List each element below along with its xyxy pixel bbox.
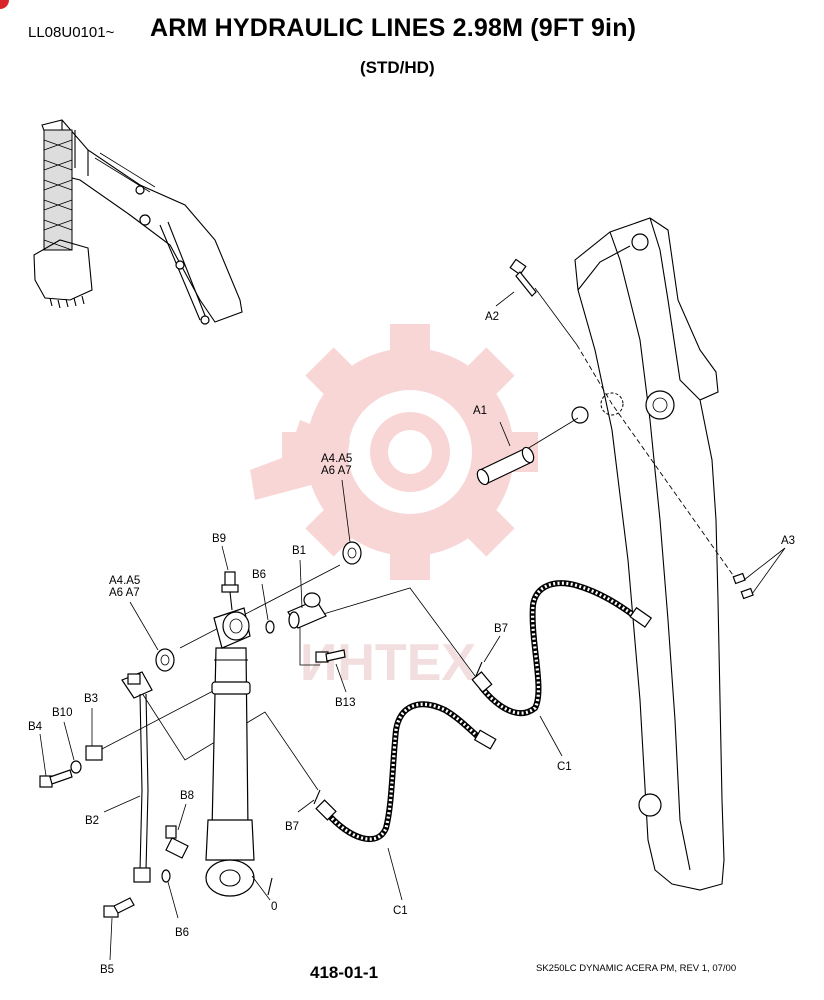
label-c1-upper: C1 [557,761,572,773]
fittings-a3 [732,572,754,600]
label-b4: B4 [28,721,43,733]
label-a3: A3 [781,535,795,547]
washer-a4-upper [342,541,362,565]
corner-marker [0,0,9,9]
washer-a4-lower [155,648,175,672]
label-a1: A1 [473,405,487,417]
bolt-b5 [103,897,135,918]
label-a2: A2 [485,311,499,323]
label-b10: B10 [52,707,72,719]
page-subtitle: (STD/HD) [360,58,435,77]
bolt-b4 [39,769,73,788]
label-b5: B5 [100,964,114,976]
label-a4-lower-2: A6 A7 [109,587,140,599]
elbow-fitting-b1 [287,592,327,629]
o-ring-b6-upper [265,620,275,634]
hose-c1-lower [315,701,497,843]
label-b6-upper: B6 [252,569,266,581]
label-b9: B9 [212,533,226,545]
label-b8: B8 [180,790,194,802]
hydraulic-cylinder [205,607,273,897]
watermark-text: ИНТЕХ [300,634,476,692]
o-ring-b7-upper [475,661,483,677]
label-b7-lower: B7 [285,821,299,833]
label-a4-upper-1: A4.A5 [321,453,352,465]
hose-c1-upper [471,580,653,717]
o-ring-b7-lower [313,789,321,805]
o-ring-b6-lower [161,869,171,883]
label-b7-upper: B7 [494,623,508,635]
label-b6-lower: B6 [175,927,189,939]
label-b13: B13 [335,697,355,709]
label-b3: B3 [84,693,98,705]
grease-line-b2 [121,671,153,883]
leader-lines [39,291,786,961]
document-code: LL08U0101~ [28,24,115,41]
label-cylinder-0: 0 [271,901,277,913]
grease-nipple-b9 [221,571,239,611]
page-title: ARM HYDRAULIC LINES 2.98M (9FT 9in) [150,14,637,42]
fitting-b8 [165,825,189,859]
arm-body [571,217,725,891]
washer-b10 [70,760,82,774]
label-a4-lower-1: A4.A5 [109,575,140,587]
watermark-gear-logo [250,324,538,580]
revision-note: SK250LC DYNAMIC ACERA PM, REV 1, 07/00 [536,963,737,974]
label-b1: B1 [292,545,306,557]
bolt-b13 [315,649,346,663]
label-a4-upper-2: A6 A7 [321,465,352,477]
clamp-b3 [85,745,103,761]
machine-inset-illustration [33,119,243,325]
bolt-a2 [509,258,537,297]
label-c1-lower: C1 [393,905,408,917]
page-number: 418-01-1 [310,963,379,982]
pin-a1 [476,446,535,486]
label-b2: B2 [85,815,99,827]
